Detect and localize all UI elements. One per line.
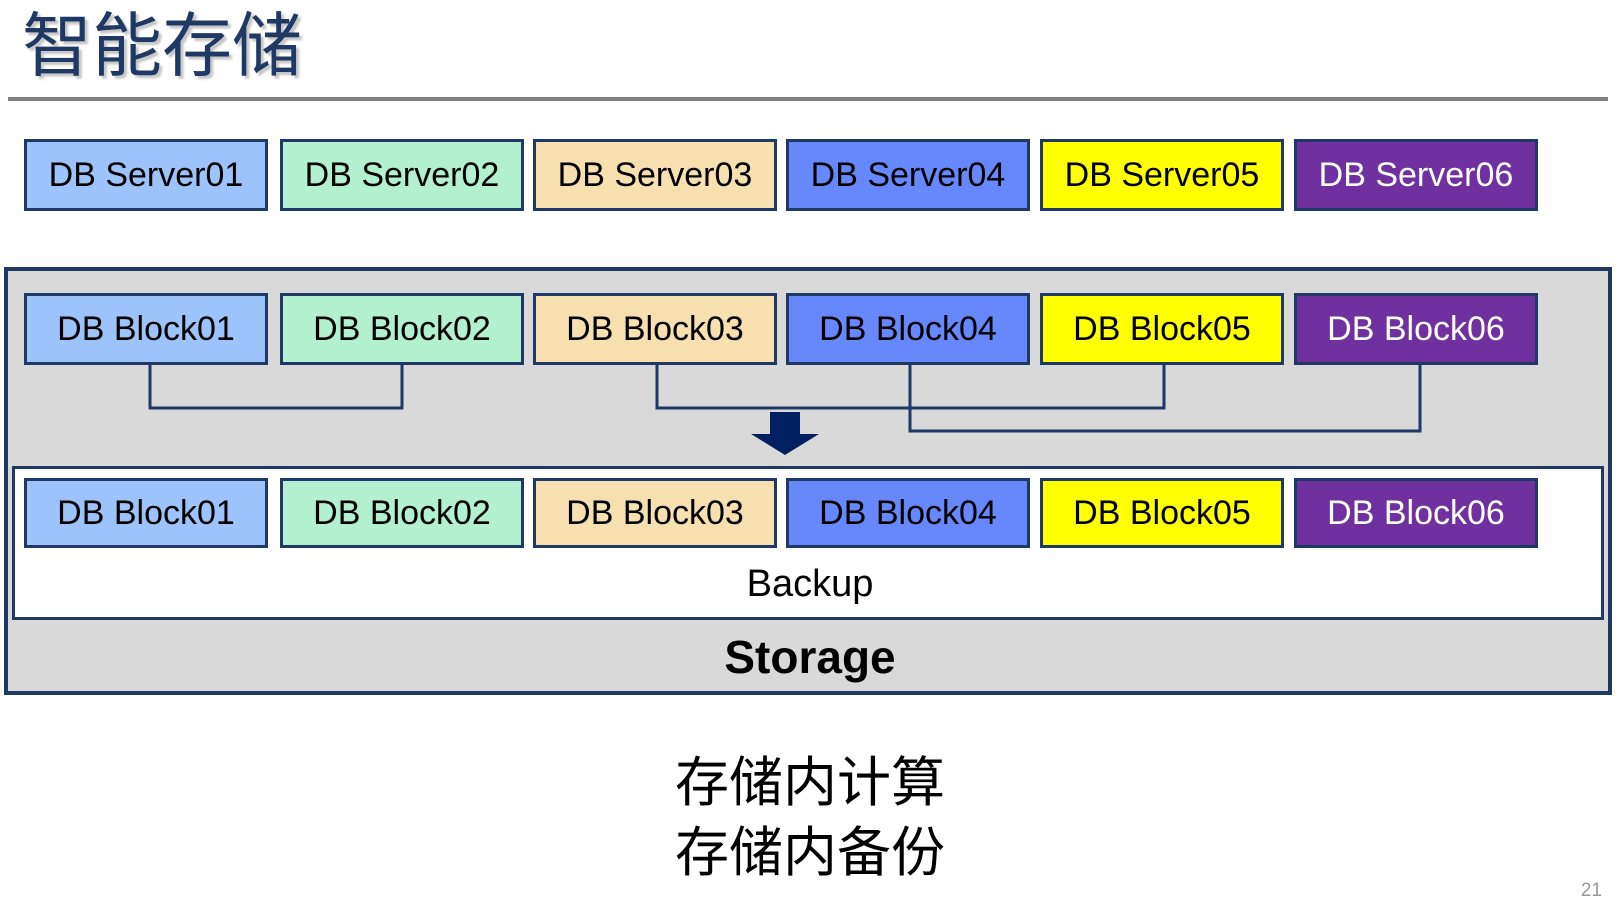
caption-line-2: 存储内备份 — [675, 823, 945, 883]
backup-label: Backup — [746, 563, 874, 605]
page-title: 智能存储 — [22, 7, 302, 85]
db-block-backup-box-4: DB Block04 — [786, 478, 1030, 548]
db-server-box-6: DB Server06 — [1294, 139, 1538, 211]
db-block-source-box-2: DB Block02 — [280, 293, 524, 365]
db-block-source-box-3: DB Block03 — [533, 293, 777, 365]
db-server-box-label: DB Server05 — [1064, 155, 1260, 194]
db-block-source-box-6: DB Block06 — [1294, 293, 1538, 365]
db-block-source-box-label: DB Block03 — [566, 309, 744, 348]
db-block-backup-box-3: DB Block03 — [533, 478, 777, 548]
caption-line-1: 存储内计算 — [675, 753, 945, 813]
page-number: 21 — [1580, 880, 1602, 901]
storage-label: Storage — [724, 631, 896, 683]
db-block-backup-box-label: DB Block04 — [819, 493, 997, 532]
db-block-backup-box-label: DB Block05 — [1073, 493, 1251, 532]
db-block-source-box-label: DB Block02 — [313, 309, 491, 348]
db-block-source-box-label: DB Block04 — [819, 309, 997, 348]
db-block-source-box-1: DB Block01 — [24, 293, 268, 365]
db-block-backup-box-label: DB Block02 — [313, 493, 491, 532]
db-server-box-1: DB Server01 — [24, 139, 268, 211]
db-block-backup-box-label: DB Block03 — [566, 493, 744, 532]
db-block-backup-box-label: DB Block01 — [57, 493, 235, 532]
db-server-box-label: DB Server03 — [557, 155, 753, 194]
db-server-box-label: DB Server06 — [1318, 155, 1514, 194]
db-server-box-4: DB Server04 — [786, 139, 1030, 211]
db-block-backup-box-5: DB Block05 — [1040, 478, 1284, 548]
db-block-source-box-label: DB Block06 — [1327, 309, 1505, 348]
db-block-backup-box-2: DB Block02 — [280, 478, 524, 548]
db-server-box-label: DB Server02 — [304, 155, 500, 194]
db-server-box-2: DB Server02 — [280, 139, 524, 211]
db-server-box-3: DB Server03 — [533, 139, 777, 211]
db-server-box-5: DB Server05 — [1040, 139, 1284, 211]
db-block-source-box-label: DB Block05 — [1073, 309, 1251, 348]
db-server-box-label: DB Server01 — [48, 155, 244, 194]
db-block-source-box-label: DB Block01 — [57, 309, 235, 348]
db-block-backup-box-label: DB Block06 — [1327, 493, 1505, 532]
db-server-box-label: DB Server04 — [810, 155, 1006, 194]
db-block-backup-box-6: DB Block06 — [1294, 478, 1538, 548]
db-block-source-box-4: DB Block04 — [786, 293, 1030, 365]
db-block-backup-box-1: DB Block01 — [24, 478, 268, 548]
title-divider — [8, 97, 1608, 101]
db-block-source-box-5: DB Block05 — [1040, 293, 1284, 365]
